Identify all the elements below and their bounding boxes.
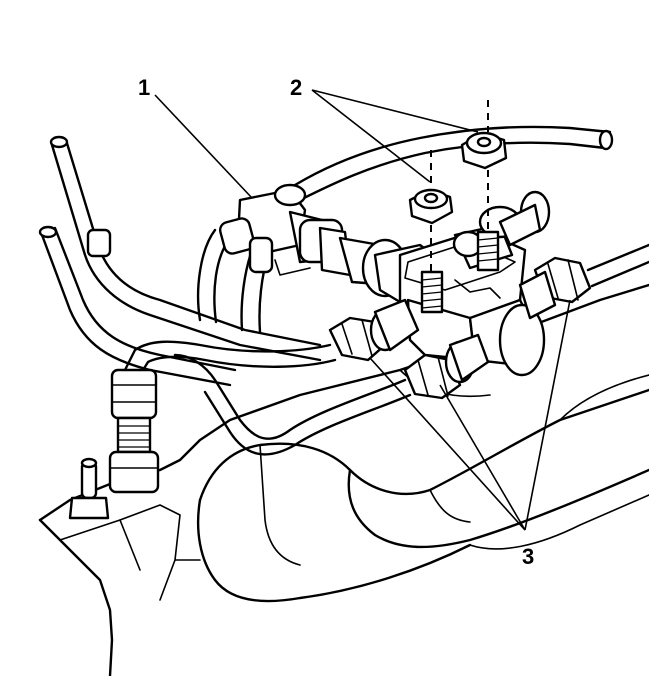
lower-left-fitting <box>108 368 160 494</box>
left-brake-pipes <box>38 135 322 387</box>
callout-2-label: 2 <box>290 75 302 100</box>
mounting-bolt-left <box>408 150 454 314</box>
lower-brake-pipe <box>123 340 412 456</box>
callout-1-leader <box>154 94 253 199</box>
callout-3-leaders <box>369 299 571 531</box>
pipe-nut-left <box>328 298 420 362</box>
callout-2-leaders <box>311 89 479 183</box>
pipe-nut-right <box>518 243 649 320</box>
upper-brake-pipe <box>293 125 614 202</box>
callout-3-label: 3 <box>522 544 534 569</box>
tee-fitting <box>197 183 344 334</box>
mounting-bolt-right <box>460 100 508 272</box>
callout-1-label: 1 <box>138 75 150 100</box>
pipe-nut-middle <box>403 333 490 400</box>
bleeder-screw <box>68 457 110 520</box>
